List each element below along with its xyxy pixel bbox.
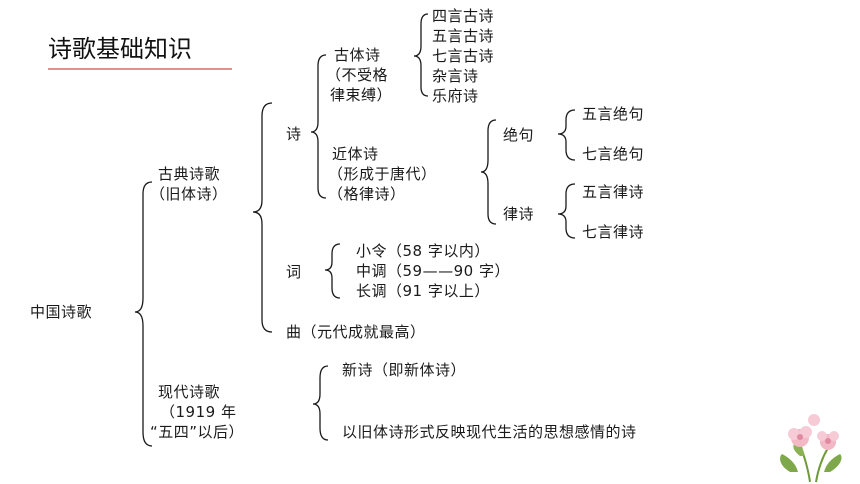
- brace-guti: [413, 13, 429, 97]
- guti-item: 五言古诗: [432, 27, 495, 45]
- modern-item: 以旧体诗形式反映现代生活的思想感情的诗: [342, 423, 637, 441]
- guti-item: 四言古诗: [432, 7, 495, 25]
- modern-label-line3: “五四”以后）: [150, 423, 245, 441]
- ci-item: 小令（58 字以内）: [356, 242, 490, 260]
- brace-modern: [312, 365, 329, 441]
- lvshi-item: 七言律诗: [582, 223, 645, 241]
- guti-line3: 律束缚）: [330, 86, 393, 104]
- title-underline: [48, 68, 232, 70]
- jinti-line2: （形成于唐代）: [328, 165, 437, 183]
- brace-jinti: [480, 119, 497, 225]
- brace-shi: [310, 54, 327, 199]
- flower-decoration-icon: [780, 414, 842, 483]
- shi-node: 诗: [286, 125, 302, 143]
- guti-item: 杂言诗: [432, 67, 479, 85]
- brace-root: [134, 181, 153, 447]
- ci-node: 词: [286, 263, 302, 281]
- lvshi-item: 五言律诗: [582, 183, 645, 201]
- guti-line1: 古体诗: [334, 46, 381, 64]
- ci-item: 长调（91 字以上）: [356, 282, 490, 300]
- guti-item: 乐府诗: [432, 87, 479, 105]
- brace-lvshi: [557, 183, 576, 239]
- root-node: 中国诗歌: [30, 303, 93, 321]
- lvshi-node: 律诗: [503, 205, 535, 223]
- ci-item: 中调（59——90 字）: [356, 262, 510, 280]
- jinti-line3: （格律诗）: [328, 185, 406, 203]
- guti-item: 七言古诗: [432, 47, 495, 65]
- modern-label-line1: 现代诗歌: [158, 383, 221, 401]
- modern-label-line2: （1919 年: [160, 403, 237, 421]
- classical-label-line1: 古典诗歌: [158, 165, 221, 183]
- brace-ci: [324, 243, 341, 299]
- modern-item: 新诗（即新体诗）: [342, 361, 467, 379]
- brace-classical: [252, 102, 273, 333]
- brace-jueju: [557, 109, 576, 161]
- guti-line2: （不受格: [326, 66, 389, 84]
- jueju-item: 七言绝句: [582, 145, 645, 163]
- jinti-line1: 近体诗: [332, 145, 379, 163]
- jueju-node: 绝句: [503, 126, 535, 144]
- qu-node: 曲（元代成就最高）: [286, 323, 426, 341]
- jueju-item: 五言绝句: [582, 105, 645, 123]
- page-title: 诗歌基础知识: [48, 35, 192, 63]
- classical-label-line2: （旧体诗）: [150, 185, 228, 203]
